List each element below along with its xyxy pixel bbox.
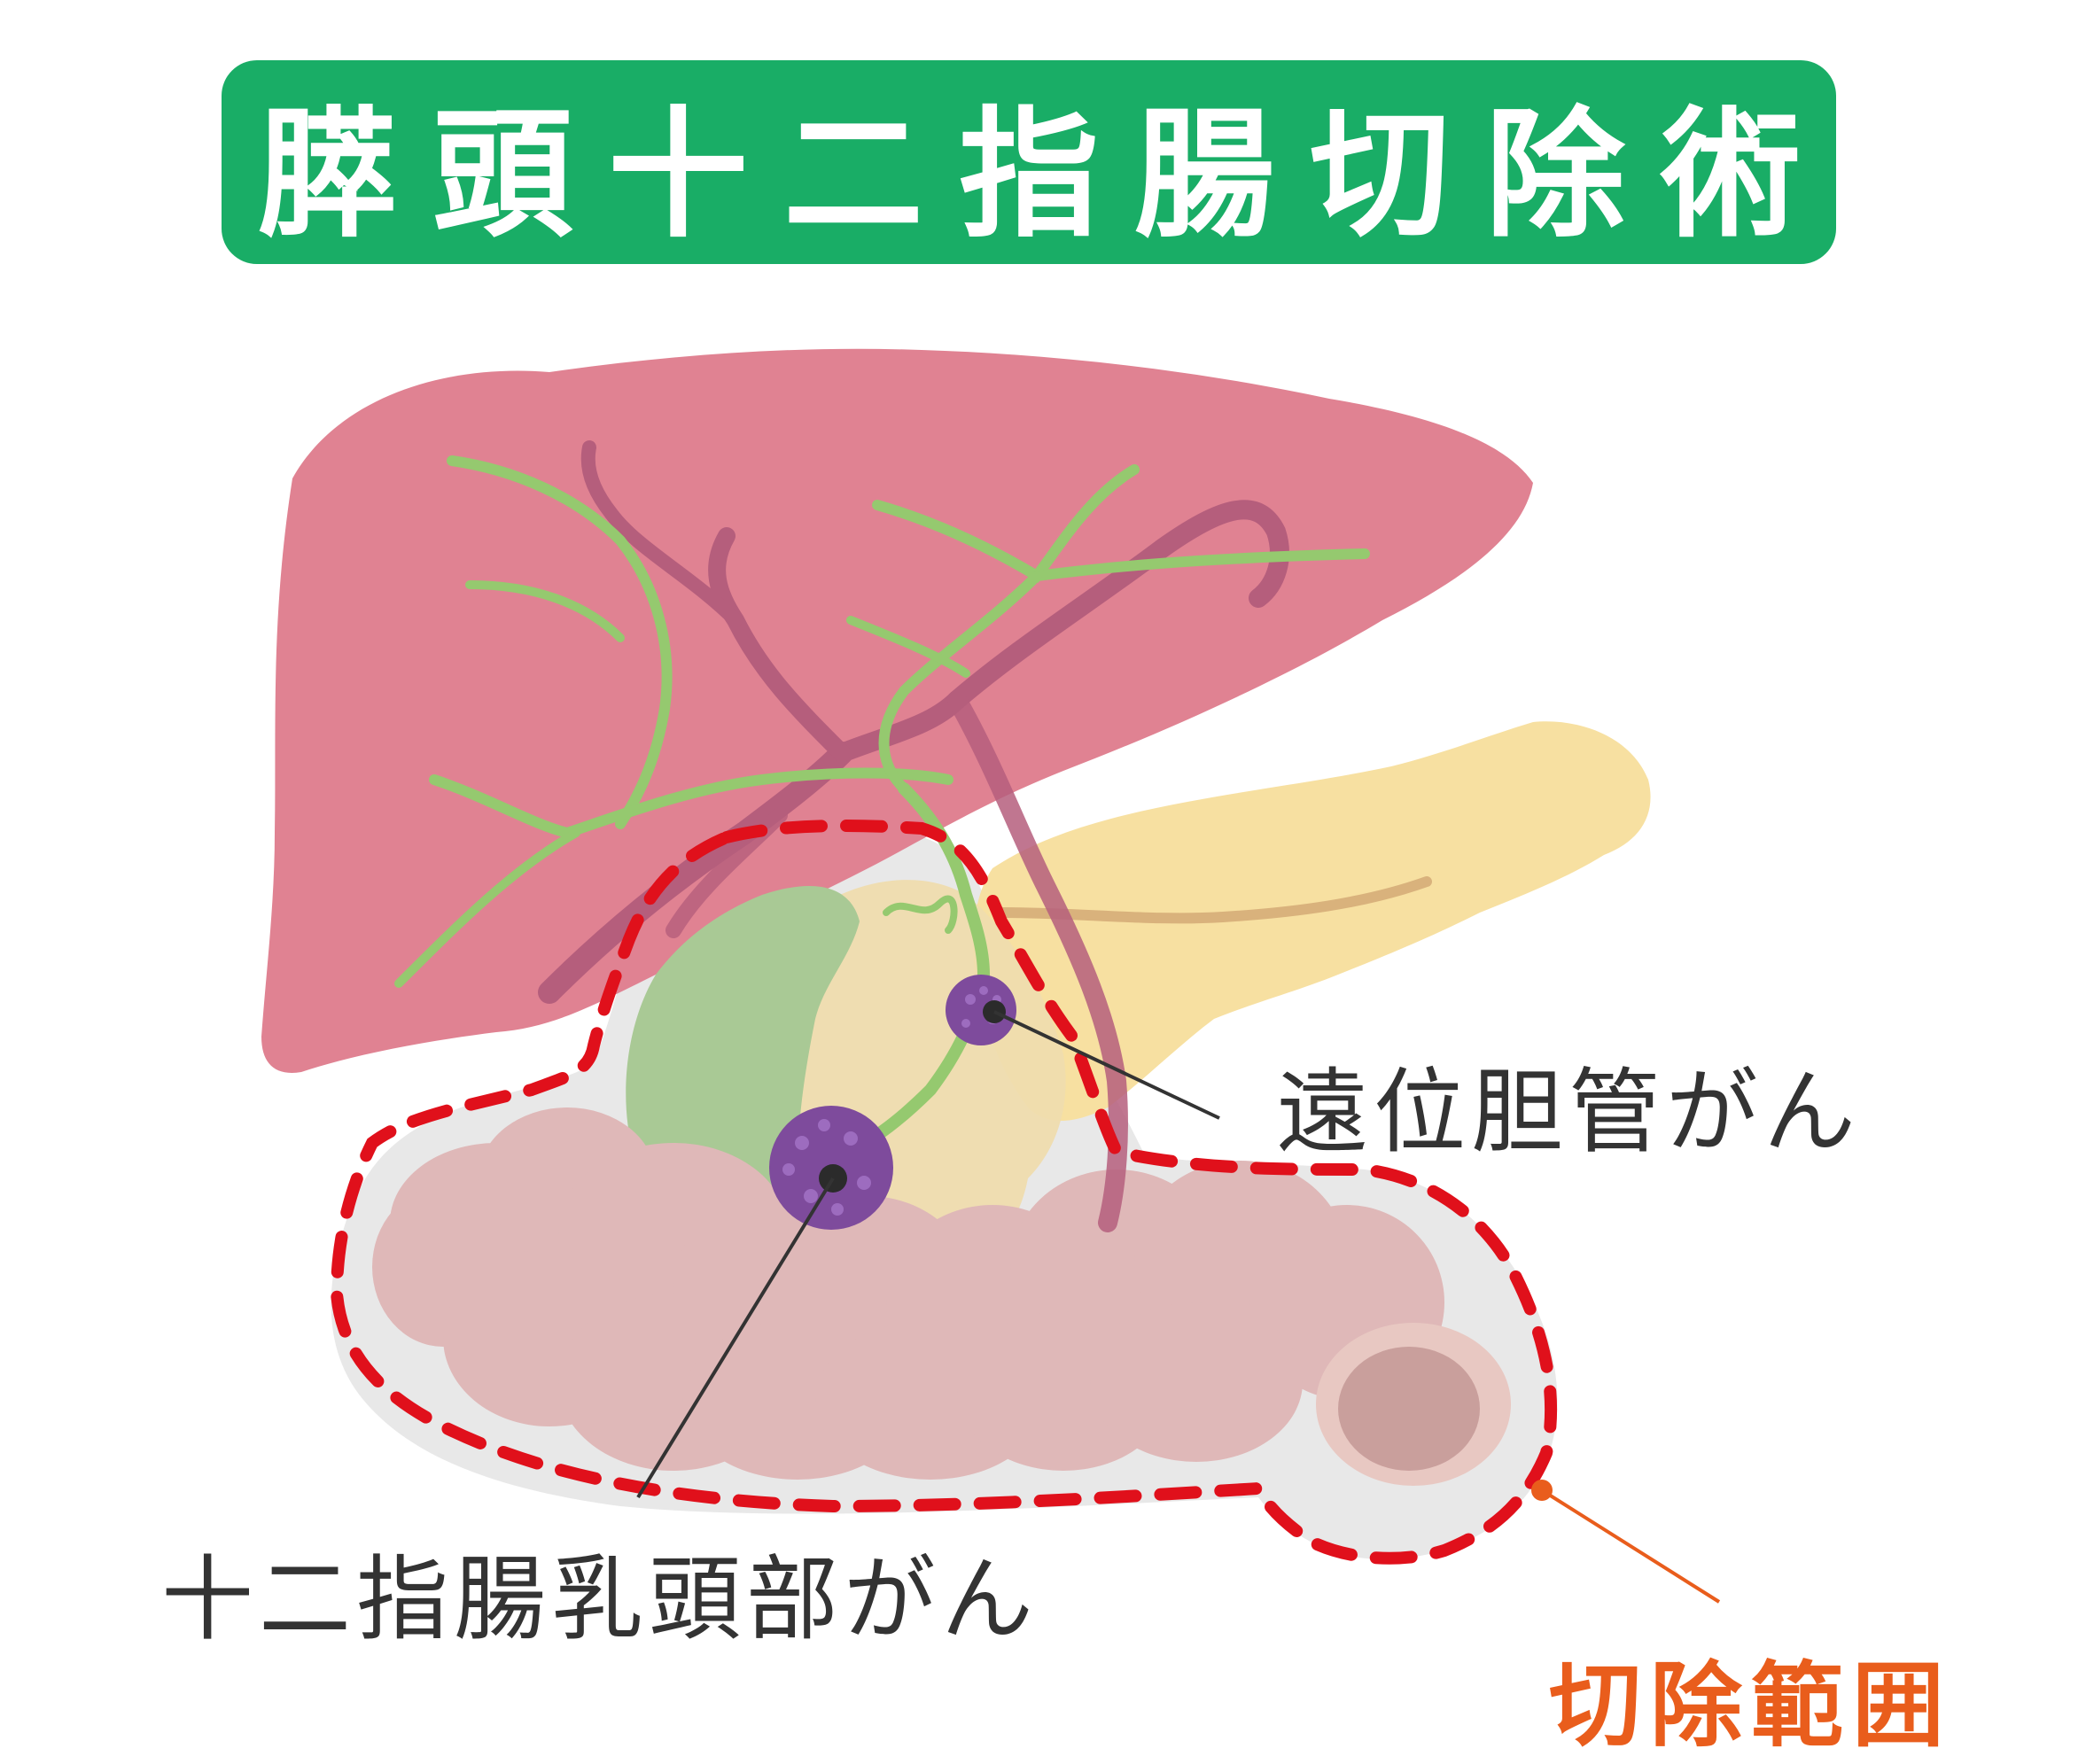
range-marker-dot [1531, 1480, 1553, 1501]
title-banner: 膵頭十二指腸切除術 [222, 60, 1836, 264]
leader-line-bile [993, 1010, 1220, 1120]
leader-line-range [1540, 1488, 1721, 1604]
page-title: 膵頭十二指腸切除術 [257, 93, 1836, 257]
duodenum-lumen-inner [1338, 1347, 1480, 1471]
label-distal-bile-duct-cancer: 遠位胆管がん [1276, 1058, 1862, 1166]
ampullary-tumor [769, 1106, 893, 1230]
pancreatic-duct [996, 876, 1432, 924]
gallbladder [626, 886, 860, 1217]
resection-boundary [330, 820, 1558, 1565]
pancreas [973, 721, 1651, 1121]
leader-line-papilla [636, 1177, 835, 1499]
distal-bile-duct-tumor [946, 975, 1016, 1045]
label-ampullary-cancer: 十二指腸乳頭部がん [161, 1545, 1039, 1653]
label-resection-range: 切除範囲 [1549, 1651, 1954, 1760]
